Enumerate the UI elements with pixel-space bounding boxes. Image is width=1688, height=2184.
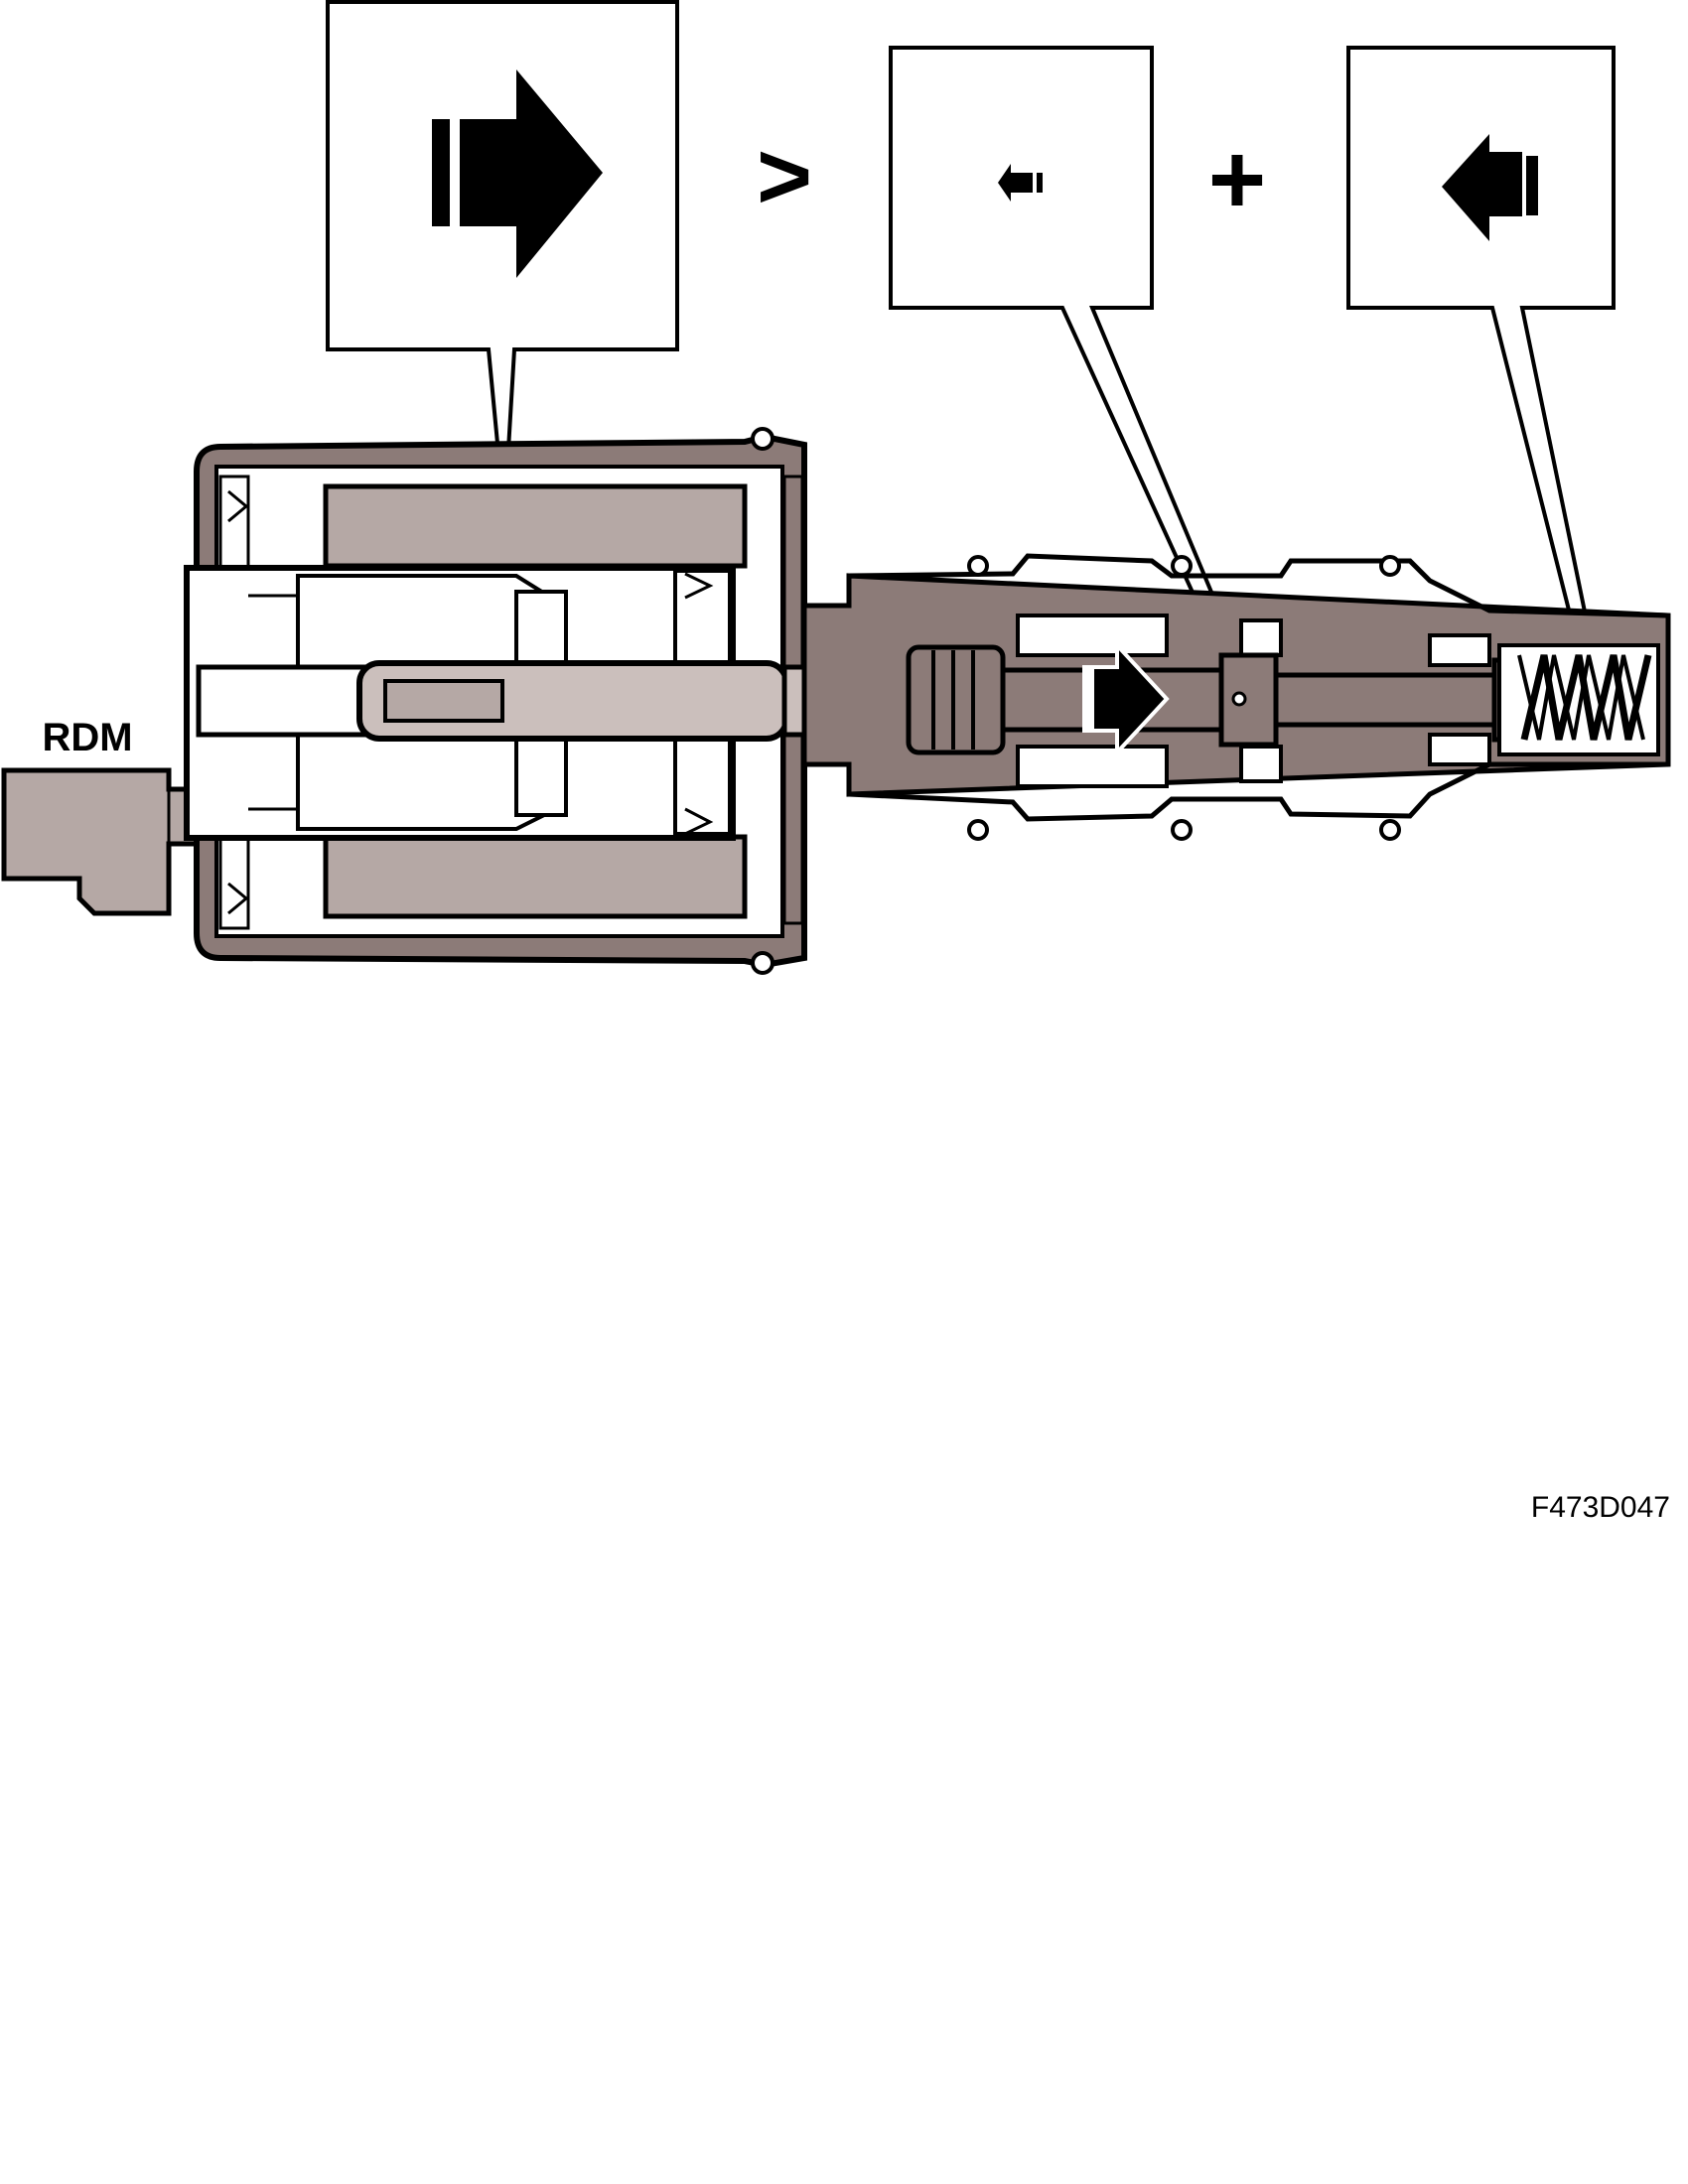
bobbin-flanges — [218, 475, 250, 930]
callout-spring-force — [1346, 46, 1616, 660]
coil-winding-top — [323, 483, 748, 569]
operator-greater: > — [757, 123, 812, 229]
force-arrow-left-icon — [1442, 134, 1538, 241]
force-arrow-left-small-icon — [998, 164, 1043, 202]
callout-magnetic-force — [326, 0, 679, 517]
coil-winding-bottom — [323, 834, 748, 919]
operator-plus: + — [1208, 124, 1266, 235]
return-spring — [1497, 643, 1660, 756]
connector-label: RDM — [42, 716, 132, 759]
force-arrow-right-icon — [432, 69, 603, 278]
electrical-connector — [1, 767, 202, 916]
flow-arrow-right-icon — [1082, 639, 1170, 758]
figure-code: F473D047 — [1531, 1491, 1670, 1524]
